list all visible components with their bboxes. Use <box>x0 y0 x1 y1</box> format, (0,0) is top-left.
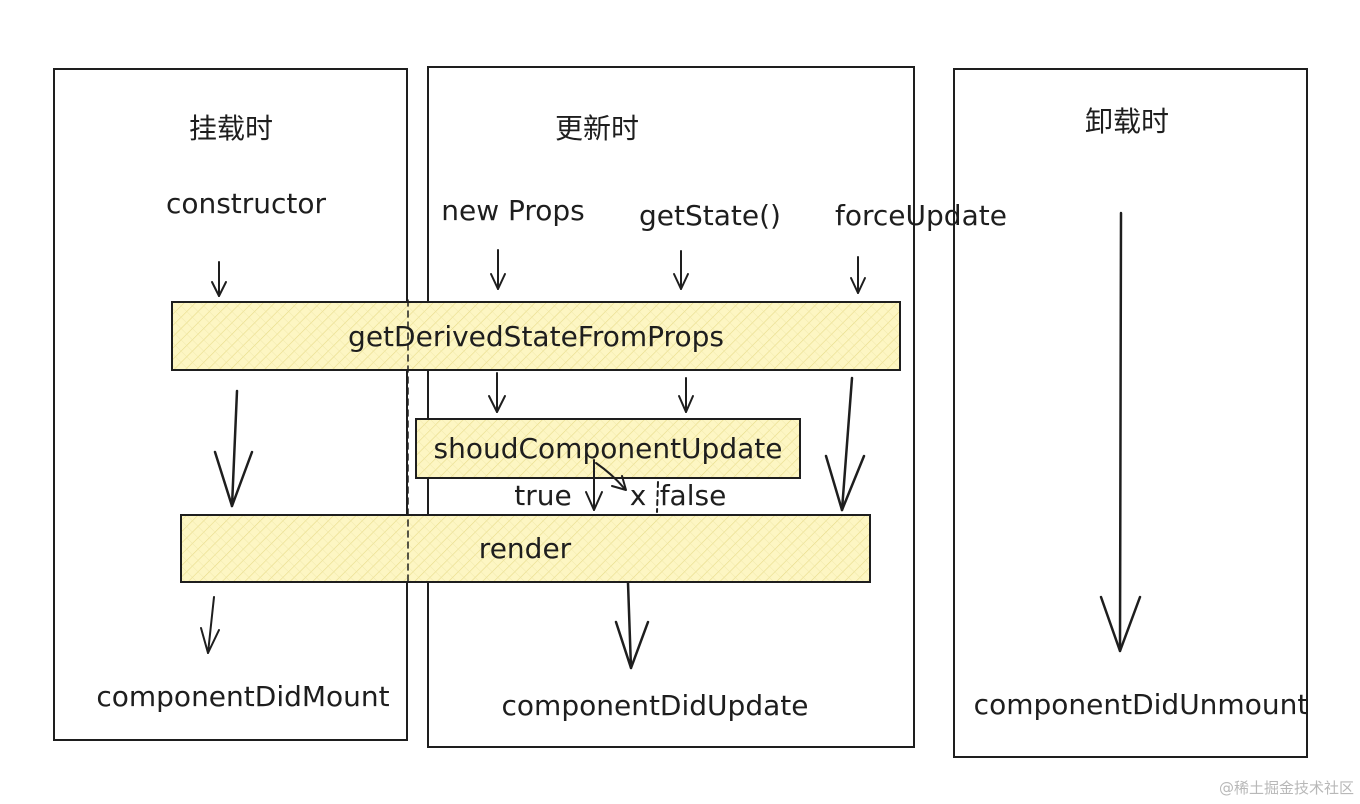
false-label: false <box>660 479 727 512</box>
arrow-should-update-true <box>585 459 603 511</box>
arrow-derived-to-should-update-right <box>678 377 694 413</box>
unmount-phase-box <box>953 68 1308 758</box>
render-box <box>180 514 871 583</box>
new-props-label: new Props <box>441 194 585 227</box>
get-state-label: getState() <box>639 199 781 232</box>
mount-phase-title: 挂载时 <box>189 112 273 145</box>
render-label: render <box>479 532 572 565</box>
arrow-force-update-to-render <box>824 376 866 512</box>
unmount-phase-title: 卸载时 <box>1085 105 1169 138</box>
arrow-unmount <box>1099 211 1142 653</box>
force-update-label: forceUpdate <box>835 199 1007 232</box>
get-derived-state-label: getDerivedStateFromProps <box>348 320 724 353</box>
false-divider <box>656 481 659 513</box>
update-phase-box <box>427 66 915 748</box>
component-did-unmount-label: componentDidUnmount <box>974 688 1309 721</box>
component-did-update-label: componentDidUpdate <box>502 689 809 722</box>
arrow-derived-to-should-update-left <box>488 372 506 413</box>
arrow-force-update-to-derived <box>850 256 866 294</box>
arrow-render-to-did-mount <box>200 596 220 654</box>
true-label: true <box>514 479 571 512</box>
get-derived-state-box <box>171 301 901 371</box>
component-did-mount-label: componentDidMount <box>96 680 389 713</box>
arrow-new-props-to-derived <box>490 249 506 290</box>
mount-phase-box <box>53 68 408 741</box>
arrow-should-update-false <box>595 462 627 491</box>
arrow-constructor-to-derived <box>211 261 227 297</box>
constructor-label: constructor <box>166 187 327 220</box>
watermark: @稀土掘金技术社区 <box>1218 779 1354 797</box>
update-phase-title: 更新时 <box>555 112 639 145</box>
should-component-update-label: shoudComponentUpdate <box>434 432 783 465</box>
arrow-derived-to-render-mount <box>213 389 254 508</box>
false-mark: x <box>630 479 647 512</box>
arrow-get-state-to-derived <box>673 250 689 290</box>
should-component-update-box <box>415 418 801 479</box>
arrow-render-to-did-update <box>614 581 650 670</box>
